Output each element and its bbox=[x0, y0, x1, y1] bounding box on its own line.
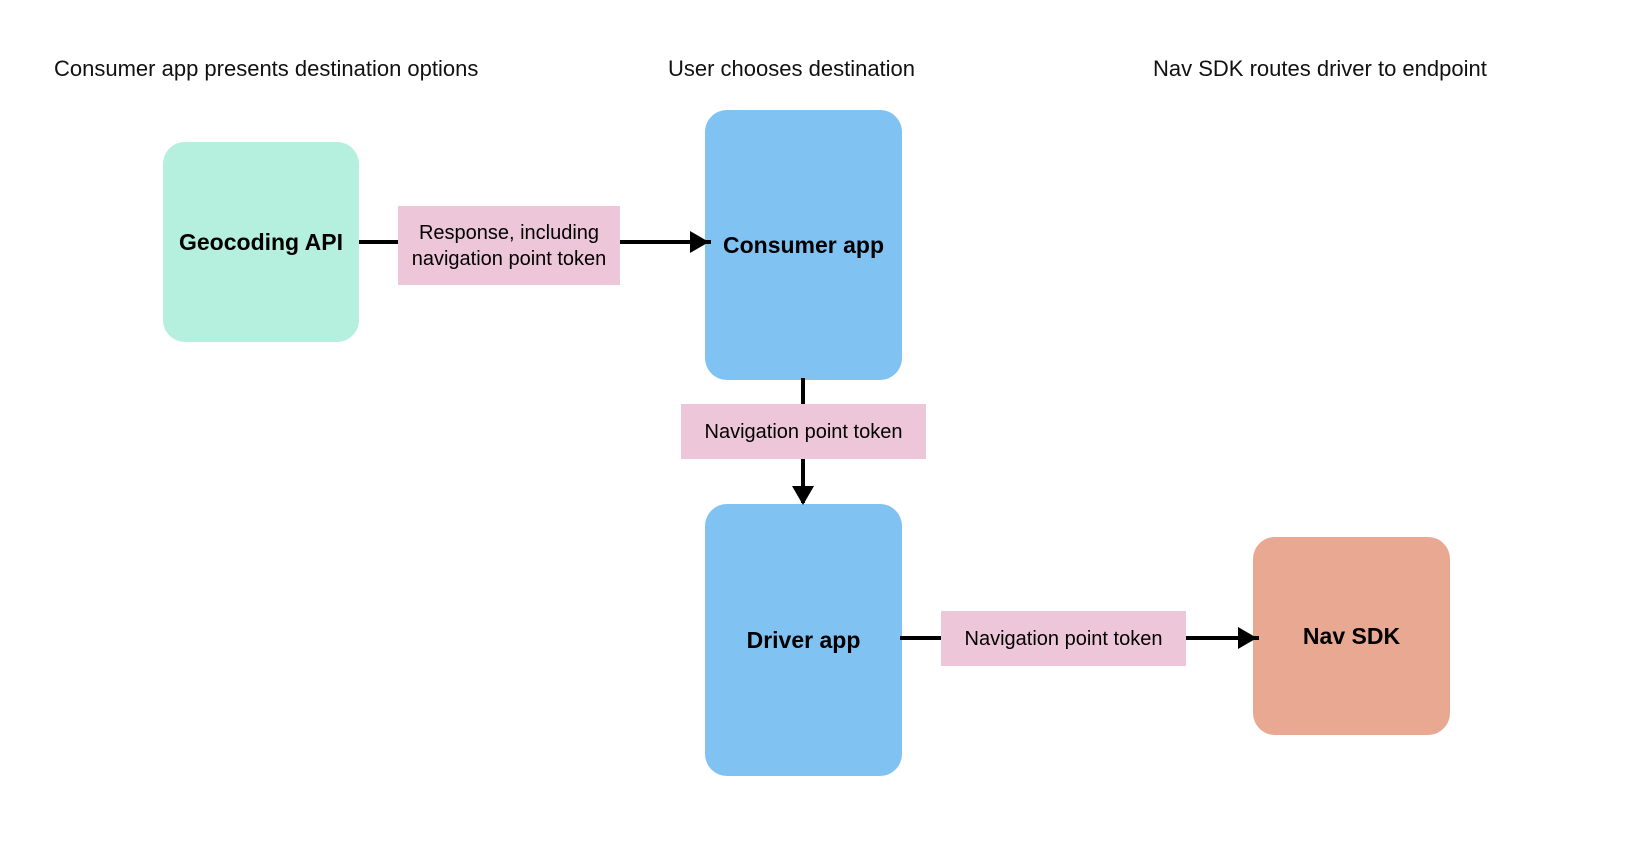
connector-driver-to-token-label bbox=[900, 636, 947, 640]
column-header-consumer-options: Consumer app presents destination option… bbox=[54, 56, 479, 81]
node-nav-sdk-label: Nav SDK bbox=[1302, 622, 1401, 649]
node-driver-app[interactable]: Driver app bbox=[705, 504, 902, 776]
edge-label-navigation-point-token-mid: Navigation point token bbox=[681, 404, 926, 459]
node-consumer-app[interactable]: Consumer app bbox=[705, 110, 902, 380]
arrowhead-into-nav-sdk bbox=[1238, 627, 1257, 649]
edge-label-response-text: Response, including navigation point tok… bbox=[411, 221, 607, 270]
node-geocoding-api-label: Geocoding API bbox=[179, 228, 343, 255]
node-consumer-app-label: Consumer app bbox=[722, 231, 885, 258]
arrowhead-into-consumer-app bbox=[690, 231, 709, 253]
arrowhead-into-driver-app bbox=[792, 486, 814, 505]
node-geocoding-api[interactable]: Geocoding API bbox=[163, 142, 359, 342]
connector-consumer-to-token-label bbox=[801, 378, 805, 410]
node-driver-app-label: Driver app bbox=[746, 626, 861, 653]
connector-token-label-to-driver bbox=[801, 455, 805, 503]
edge-label-token-bottom-text: Navigation point token bbox=[964, 627, 1163, 650]
connector-geocoding-to-response-label bbox=[359, 240, 404, 244]
column-header-nav-routes: Nav SDK routes driver to endpoint bbox=[1153, 56, 1487, 81]
edge-label-token-mid-text: Navigation point token bbox=[704, 420, 903, 443]
column-header-user-chooses: User chooses destination bbox=[668, 56, 916, 81]
node-nav-sdk[interactable]: Nav SDK bbox=[1253, 537, 1450, 735]
connector-response-label-to-consumer bbox=[616, 240, 711, 244]
connector-token-label-to-navsdk bbox=[1181, 636, 1259, 640]
edge-label-response-including-navigation-point-token: Response, including navigation point tok… bbox=[398, 206, 620, 285]
edge-label-navigation-point-token-bottom: Navigation point token bbox=[941, 611, 1186, 666]
